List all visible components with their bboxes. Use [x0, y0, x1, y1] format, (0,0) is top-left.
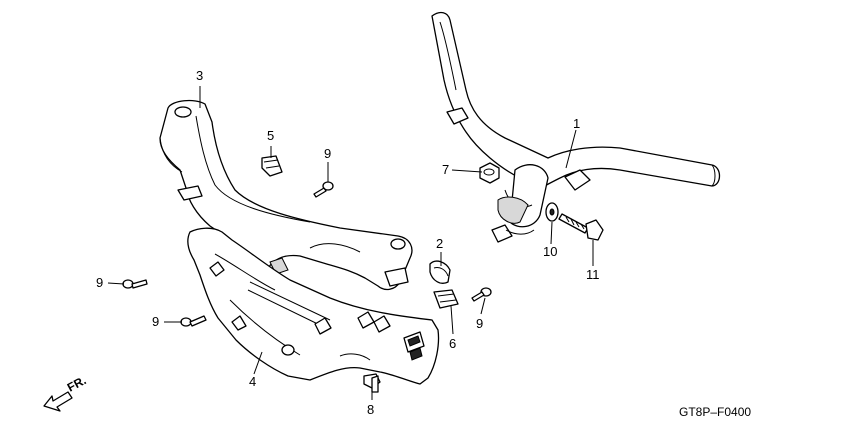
callout-9-lower-left: 9	[152, 314, 159, 329]
callout-9-upper: 9	[324, 146, 331, 161]
callout-7: 7	[442, 162, 449, 177]
callout-4: 4	[249, 374, 256, 389]
nut-part	[479, 162, 500, 184]
handlebar-part	[431, 11, 721, 243]
callout-9-left: 9	[96, 275, 103, 290]
leader-lines	[107, 86, 594, 400]
figure-code: GT8P–F0400	[679, 405, 751, 419]
callout-10: 10	[543, 244, 557, 259]
front-direction-label: FR.	[65, 373, 89, 394]
callout-3: 3	[196, 68, 203, 83]
washer-part	[545, 202, 559, 222]
front-direction-indicator: FR.	[43, 373, 89, 412]
callout-5: 5	[267, 128, 274, 143]
clip-part-2	[429, 260, 451, 284]
callouts: 1 2 3 4 5 6 7 8 9 9 9 9 10 11	[96, 68, 600, 417]
callout-11: 11	[586, 267, 600, 282]
callout-1: 1	[573, 116, 580, 131]
lower-handle-cover-part	[187, 227, 440, 385]
bolt-part-8	[363, 373, 381, 393]
clip-part-5	[261, 155, 283, 177]
bolt-part	[558, 213, 604, 241]
front-arrow-icon	[43, 391, 73, 412]
callout-9-right: 9	[476, 316, 483, 331]
callout-8: 8	[367, 402, 374, 417]
upper-handle-cover-part	[159, 99, 413, 291]
callout-6: 6	[449, 336, 456, 351]
clip-part-6	[433, 289, 459, 309]
callout-2: 2	[436, 236, 443, 251]
